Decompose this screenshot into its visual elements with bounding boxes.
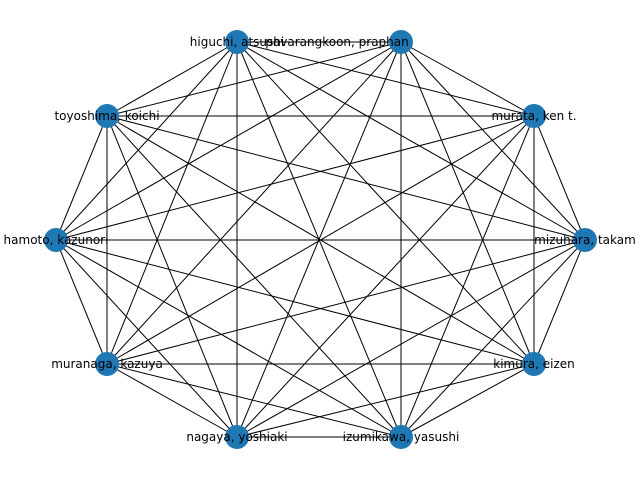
graph-edge: [106, 363, 402, 438]
graph-node: [225, 30, 249, 54]
graph-edge: [236, 363, 535, 438]
node-label: nagaya, yoshiaki: [186, 430, 287, 444]
graph-edge: [533, 239, 586, 365]
graph-edge: [55, 41, 402, 241]
graph-node: [573, 228, 597, 252]
graph-edge: [236, 41, 535, 365]
node-label: hamoto, kazunori: [4, 233, 109, 247]
graph-edge: [106, 41, 238, 117]
node-label: pavarangkoon, praphan: [265, 35, 408, 49]
graph-edge: [400, 239, 586, 438]
graph-node: [389, 30, 413, 54]
graph-edge: [106, 41, 402, 365]
graph-edge: [236, 115, 535, 438]
graph-edge: [400, 363, 535, 438]
graph-edge: [55, 41, 238, 241]
graph-edge: [55, 115, 108, 241]
graph-edge: [533, 115, 586, 241]
node-label: toyoshima, koichi: [54, 109, 159, 123]
graph-edge: [55, 239, 108, 365]
graph-edge: [106, 115, 402, 438]
graph-edge: [55, 239, 402, 438]
graph-edge: [106, 115, 586, 241]
graph-edge: [106, 41, 238, 365]
graph-edge: [400, 41, 535, 365]
graph-node: [225, 425, 249, 449]
graph-edge: [236, 41, 586, 241]
node-label: izumikawa, yasushi: [343, 430, 460, 444]
graph-node: [95, 352, 119, 376]
graph-edge: [106, 363, 238, 438]
graph-edge: [55, 239, 535, 365]
graph-node: [522, 104, 546, 128]
node-label: higuchi, atsushi: [190, 35, 284, 49]
graph-edge: [55, 239, 238, 438]
graph-node: [44, 228, 68, 252]
graph-edge: [400, 41, 586, 241]
graph-edge: [106, 239, 586, 365]
graph-node: [522, 352, 546, 376]
graph-edge: [55, 115, 535, 241]
node-label: muranaga, kazuya: [51, 357, 163, 371]
graph-edge: [236, 239, 586, 438]
node-label: mizuhara, takam: [534, 233, 636, 247]
graph-edge: [106, 41, 402, 117]
graph-edge: [400, 41, 535, 117]
node-label: kimura, eizen: [493, 357, 575, 371]
graph-edge: [400, 115, 535, 438]
graph-edge: [106, 115, 535, 365]
graph-edge: [106, 115, 238, 438]
node-layer: [44, 30, 597, 449]
edge-layer: [55, 41, 586, 438]
graph-node: [95, 104, 119, 128]
graph-node: [389, 425, 413, 449]
node-label: murata, ken t.: [491, 109, 576, 123]
